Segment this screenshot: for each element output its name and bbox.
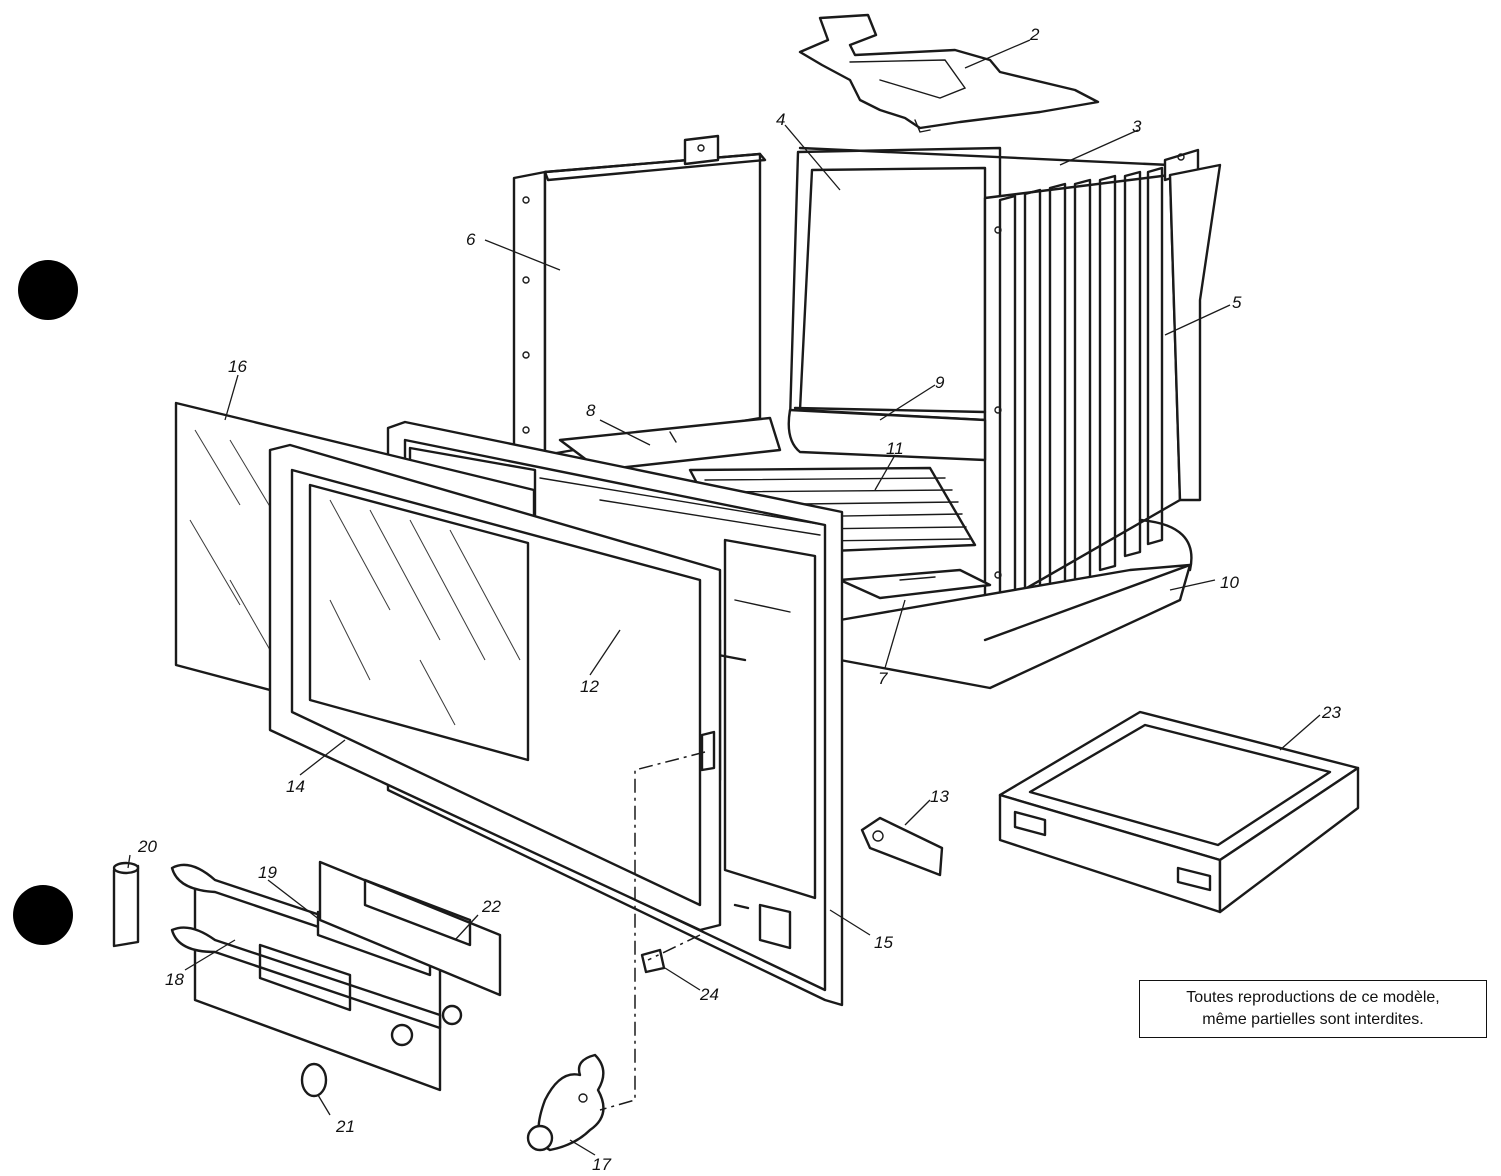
label-2: 2 bbox=[1029, 25, 1040, 44]
part-24-bolt bbox=[640, 948, 666, 974]
label-8: 8 bbox=[586, 401, 596, 420]
part-14-door-frame bbox=[268, 443, 722, 932]
label-18: 18 bbox=[165, 970, 184, 989]
label-19: 19 bbox=[258, 863, 277, 882]
part-7-ash-plate bbox=[838, 568, 992, 600]
label-22: 22 bbox=[481, 897, 501, 916]
binder-hole-top bbox=[18, 260, 78, 320]
part-number-labels: 2 3 4 5 6 7 8 9 10 11 12 13 14 15 16 17 … bbox=[137, 25, 1341, 1174]
binder-hole-bottom bbox=[13, 885, 73, 945]
label-21: 21 bbox=[335, 1117, 355, 1136]
copyright-notice: Toutes reproductions de ce modèle, même … bbox=[1139, 980, 1487, 1038]
door-glass-hatching bbox=[329, 499, 521, 726]
label-17: 17 bbox=[592, 1155, 611, 1174]
label-16: 16 bbox=[228, 357, 247, 376]
label-7: 7 bbox=[878, 669, 888, 688]
label-10: 10 bbox=[1220, 573, 1239, 592]
label-12: 12 bbox=[580, 677, 599, 696]
label-24: 24 bbox=[699, 985, 719, 1004]
label-14: 14 bbox=[286, 777, 305, 796]
label-6: 6 bbox=[466, 230, 476, 249]
part-21-washer bbox=[300, 1062, 328, 1098]
label-11: 11 bbox=[886, 439, 904, 458]
alignment-line-latch bbox=[599, 751, 706, 1111]
leader-lines bbox=[127, 39, 1321, 1156]
part-17-latch bbox=[526, 1053, 605, 1152]
alignment-line-bolt bbox=[647, 934, 701, 961]
notice-line-2: même partielles sont interdites. bbox=[1202, 1011, 1424, 1028]
part-5-right-side-panel bbox=[983, 148, 1222, 614]
label-13: 13 bbox=[930, 787, 949, 806]
label-5: 5 bbox=[1232, 293, 1242, 312]
part-20-knob bbox=[112, 861, 140, 948]
label-3: 3 bbox=[1132, 117, 1142, 136]
label-15: 15 bbox=[874, 933, 893, 952]
notice-line-1: Toutes reproductions de ce modèle, bbox=[1186, 989, 1440, 1006]
part-2-top-baffle bbox=[798, 13, 1100, 133]
label-20: 20 bbox=[137, 837, 157, 856]
label-4: 4 bbox=[776, 110, 785, 129]
part-23-ash-drawer bbox=[998, 710, 1360, 914]
part-9-back-brick bbox=[787, 406, 987, 462]
part-22-slider-plate bbox=[318, 860, 502, 997]
part-6-left-side-panel bbox=[512, 134, 767, 467]
label-9: 9 bbox=[935, 373, 945, 392]
part-13-plate bbox=[860, 816, 944, 877]
label-23: 23 bbox=[1321, 703, 1341, 722]
part-18-front-trim bbox=[170, 863, 463, 1092]
